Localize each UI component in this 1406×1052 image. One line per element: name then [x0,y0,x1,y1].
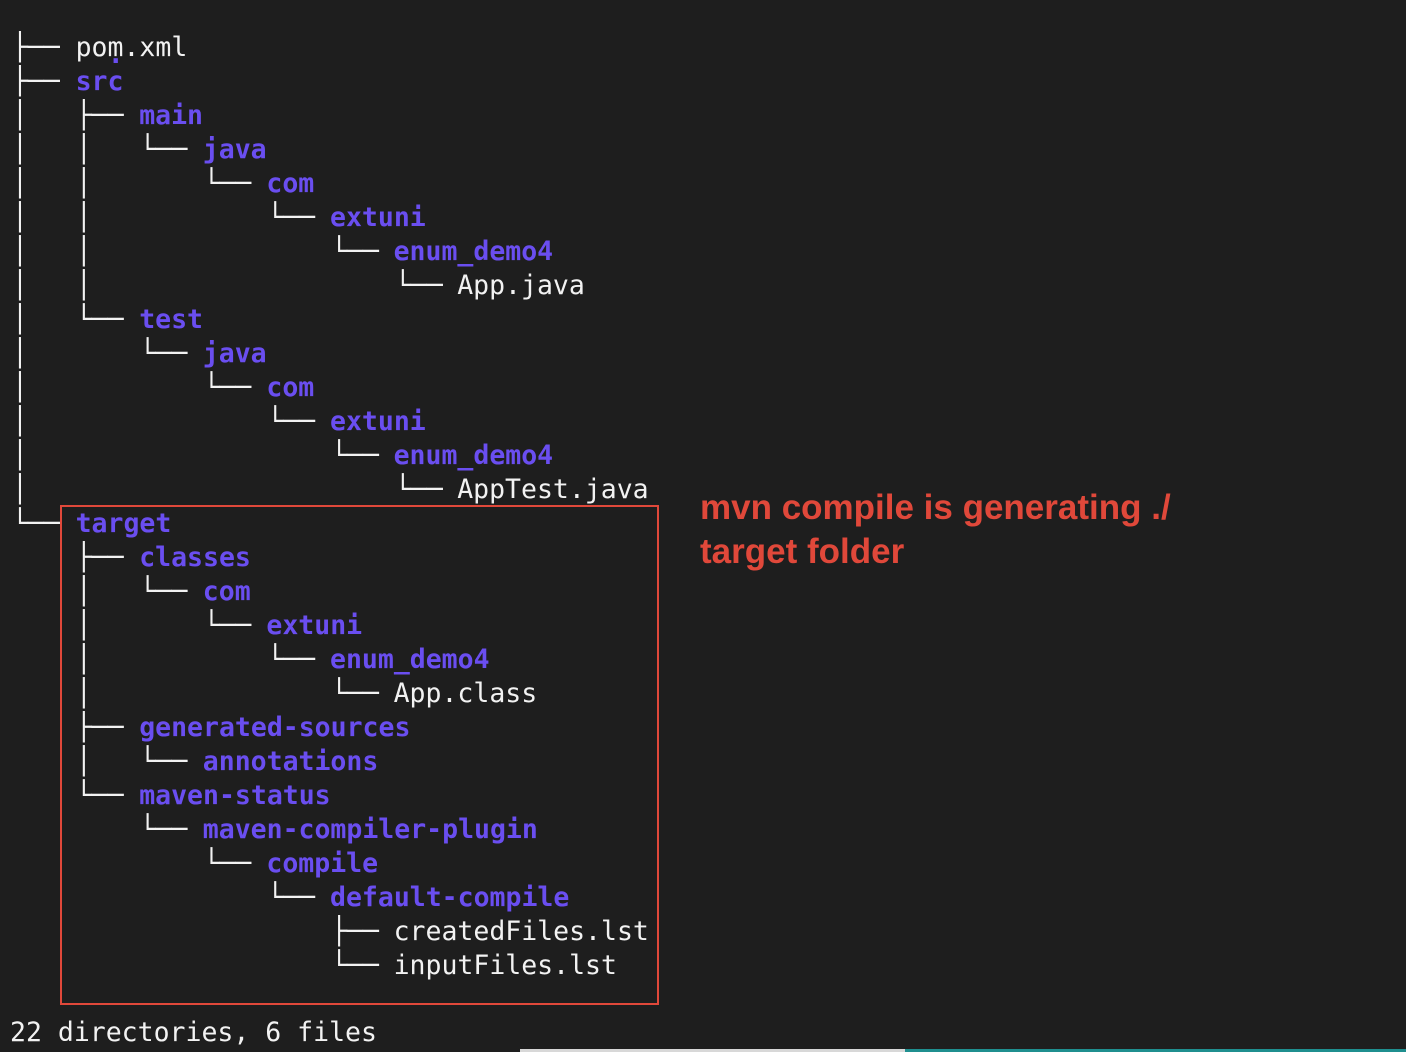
directory-name: annotations [202,746,379,777]
tree-row: │ ├── main [12,99,203,133]
tree-branch-connector: │ │ └── [12,236,395,267]
directory-name: extuni [330,202,426,233]
tree-branch-connector: ├── [12,32,76,63]
tree-branch-connector: │ └── [12,304,140,335]
directory-name: com [266,168,315,199]
directory-name: enum_demo4 [393,236,554,267]
tree-root: . [12,4,124,70]
tree-row: │ └── App.class [12,677,537,711]
tree-branch-connector: │ └── [12,610,268,641]
tree-branch-connector: └── [12,848,268,879]
directory-name: target [75,508,172,539]
tree-branch-connector: │ └── [12,338,204,369]
tree-row: └── default-compile [12,881,569,915]
tree-row: │ │ └── extuni [12,201,426,235]
directory-name: generated-sources [139,712,411,743]
tree-row: ├── pom.xml [12,31,187,65]
tree-branch-connector: │ ├── [12,100,140,131]
tree-branch-connector: │ └── [12,372,268,403]
tree-row: │ │ └── App.java [12,269,585,303]
tree-row: ├── generated-sources [12,711,411,745]
tree-row: └── target [12,507,171,541]
directory-name: extuni [266,610,363,641]
tree-row: │ └── test [12,303,203,337]
tree-row: │ │ └── java [12,133,267,167]
directory-name: java [202,338,267,369]
directory-name: extuni [330,406,426,437]
tree-row: └── inputFiles.lst [12,949,617,983]
tree-row: │ └── enum_demo4 [12,643,490,677]
tree-row: │ └── com [12,371,314,405]
tree-row: ├── createdFiles.lst [12,915,649,949]
tree-row: ├── classes [12,541,251,575]
tree-branch-connector: └── [12,882,332,913]
directory-name: main [139,100,204,131]
tree-row: │ └── com [12,575,251,609]
tree-row: ├── src [12,65,123,99]
tree-branch-connector: │ └── [12,644,332,675]
file-name: App.class [393,678,538,709]
directory-name: maven-status [139,780,331,811]
tree-branch-connector: │ └── [12,746,204,777]
tree-branch-connector: │ └── [12,678,395,709]
file-name: AppTest.java [457,474,649,505]
tree-branch-connector: │ │ └── [12,168,268,199]
directory-name: enum_demo4 [330,644,490,675]
tree-branch-connector: ├── [12,66,76,97]
directory-name: test [139,304,204,335]
tree-branch-connector: ├── [12,712,140,743]
tree-branch-connector: │ └── [12,440,395,471]
tree-branch-connector: │ │ └── [12,270,459,301]
tree-branch-connector: └── [12,780,140,811]
tree-branch-connector: ├── [12,916,395,947]
file-name: inputFiles.lst [393,950,617,981]
target-folder-highlight [60,505,659,1005]
tree-row: │ └── java [12,337,267,371]
tree-branch-connector: │ │ └── [12,134,204,165]
tree-row: │ └── annotations [12,745,378,779]
tree-row: └── compile [12,847,378,881]
tree-branch-connector: │ └── [12,576,204,607]
directory-name: compile [266,848,379,879]
directory-name: java [202,134,267,165]
directory-name: enum_demo4 [393,440,554,471]
tree-branch-connector: └── [12,814,204,845]
tree-row: │ │ └── com [12,167,314,201]
tree-branch-connector: │ └── [12,474,459,505]
annotation-note: mvn compile is generating ./ target fold… [700,488,1171,571]
file-name: createdFiles.lst [393,916,649,947]
tree-branch-connector: │ └── [12,406,332,437]
tree-row: │ │ └── enum_demo4 [12,235,553,269]
file-name: pom.xml [75,32,188,63]
tree-row: └── maven-compiler-plugin [12,813,538,847]
tree-row: │ └── extuni [12,405,426,439]
tree-branch-connector: ├── [12,542,140,573]
tree-summary: 22 directories, 6 files [10,1017,377,1048]
tree-root-label: . [107,39,124,70]
directory-name: src [75,66,124,97]
tree-branch-connector: └── [12,508,76,539]
directory-name: maven-compiler-plugin [202,814,538,845]
tree-branch-connector: └── [12,950,395,981]
directory-name: com [266,372,315,403]
file-name: App.java [457,270,585,301]
tree-row: │ └── enum_demo4 [12,439,553,473]
tree-row: │ └── extuni [12,609,362,643]
directory-name: classes [139,542,251,573]
directory-name: default-compile [330,882,570,913]
tree-row: └── maven-status [12,779,331,813]
tree-row: │ └── AppTest.java [12,473,649,507]
tree-branch-connector: │ │ └── [12,202,332,233]
status-strip-accent [905,1049,1406,1052]
directory-name: com [202,576,251,607]
